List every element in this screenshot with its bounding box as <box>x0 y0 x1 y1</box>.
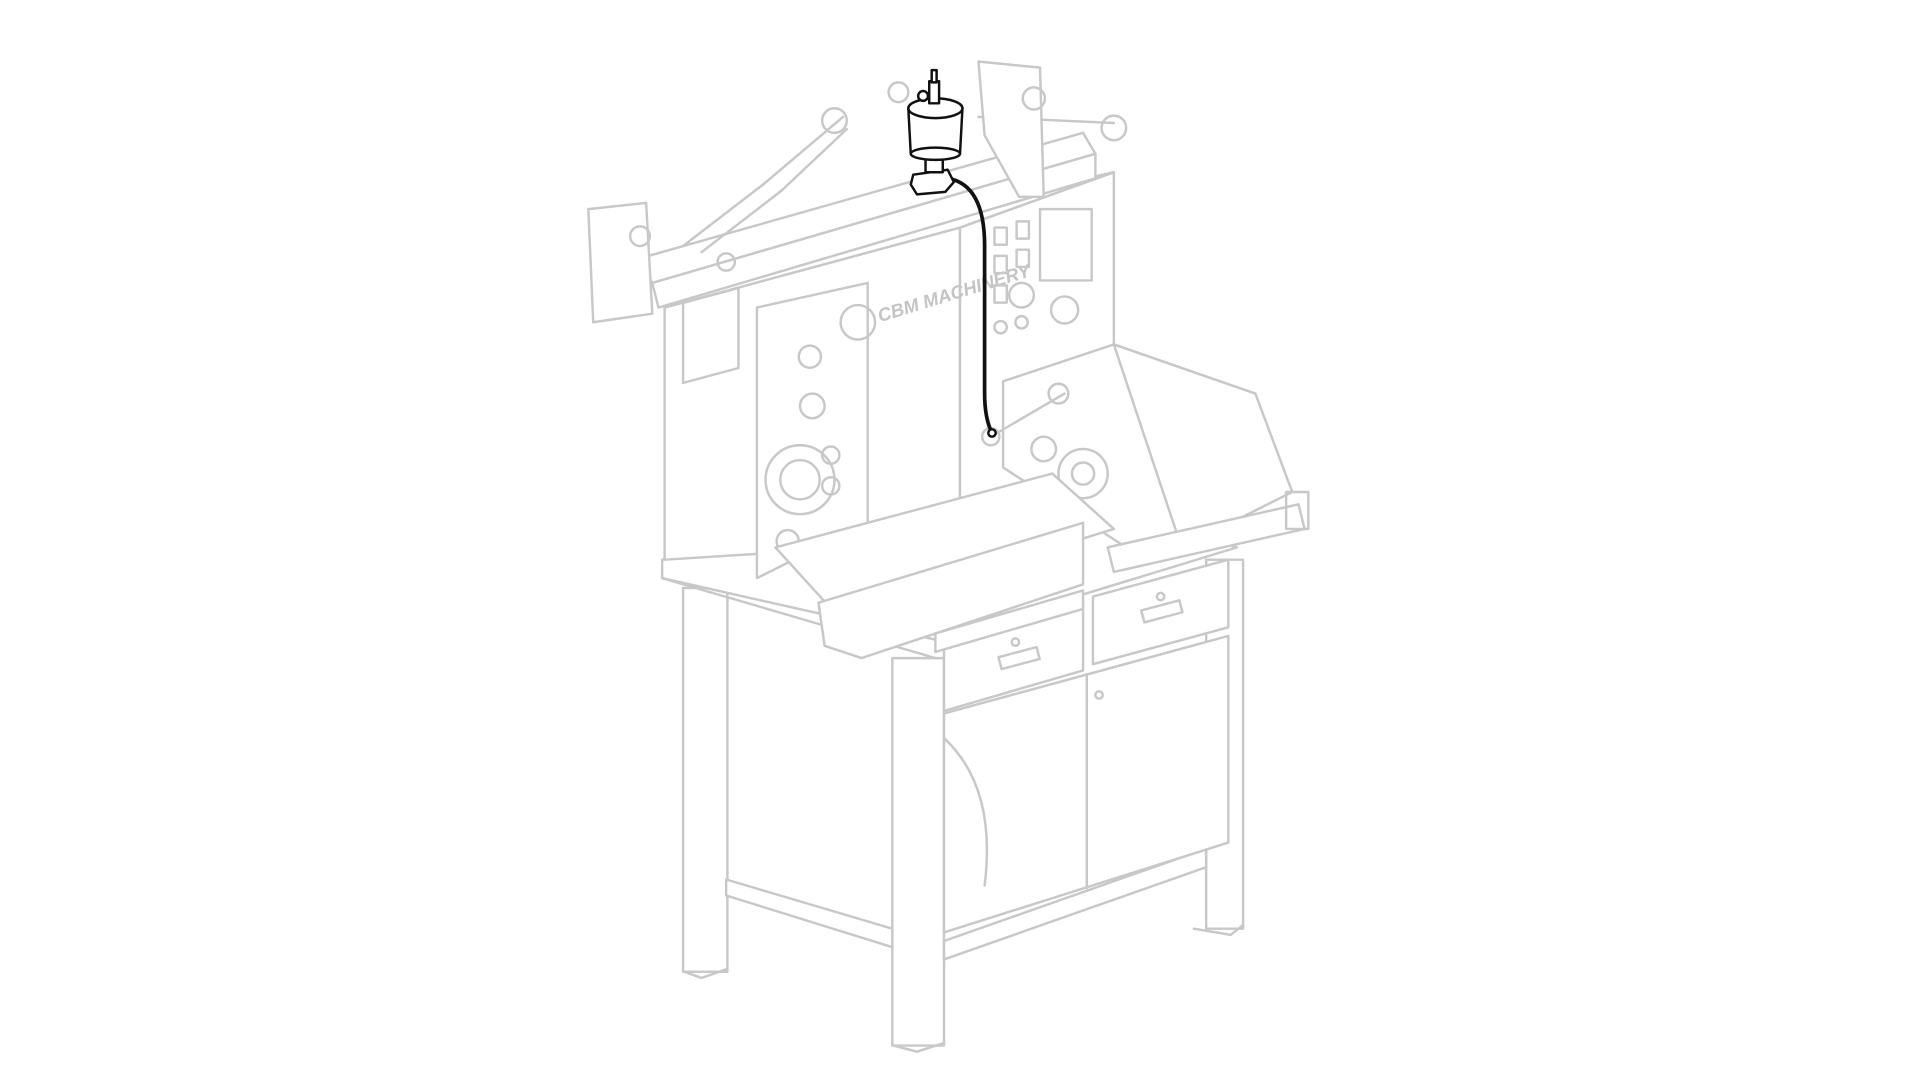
top-rail <box>587 60 1128 324</box>
output-tray <box>774 472 1116 660</box>
cabinet <box>942 558 1230 934</box>
lubricator-highlight <box>907 68 997 438</box>
